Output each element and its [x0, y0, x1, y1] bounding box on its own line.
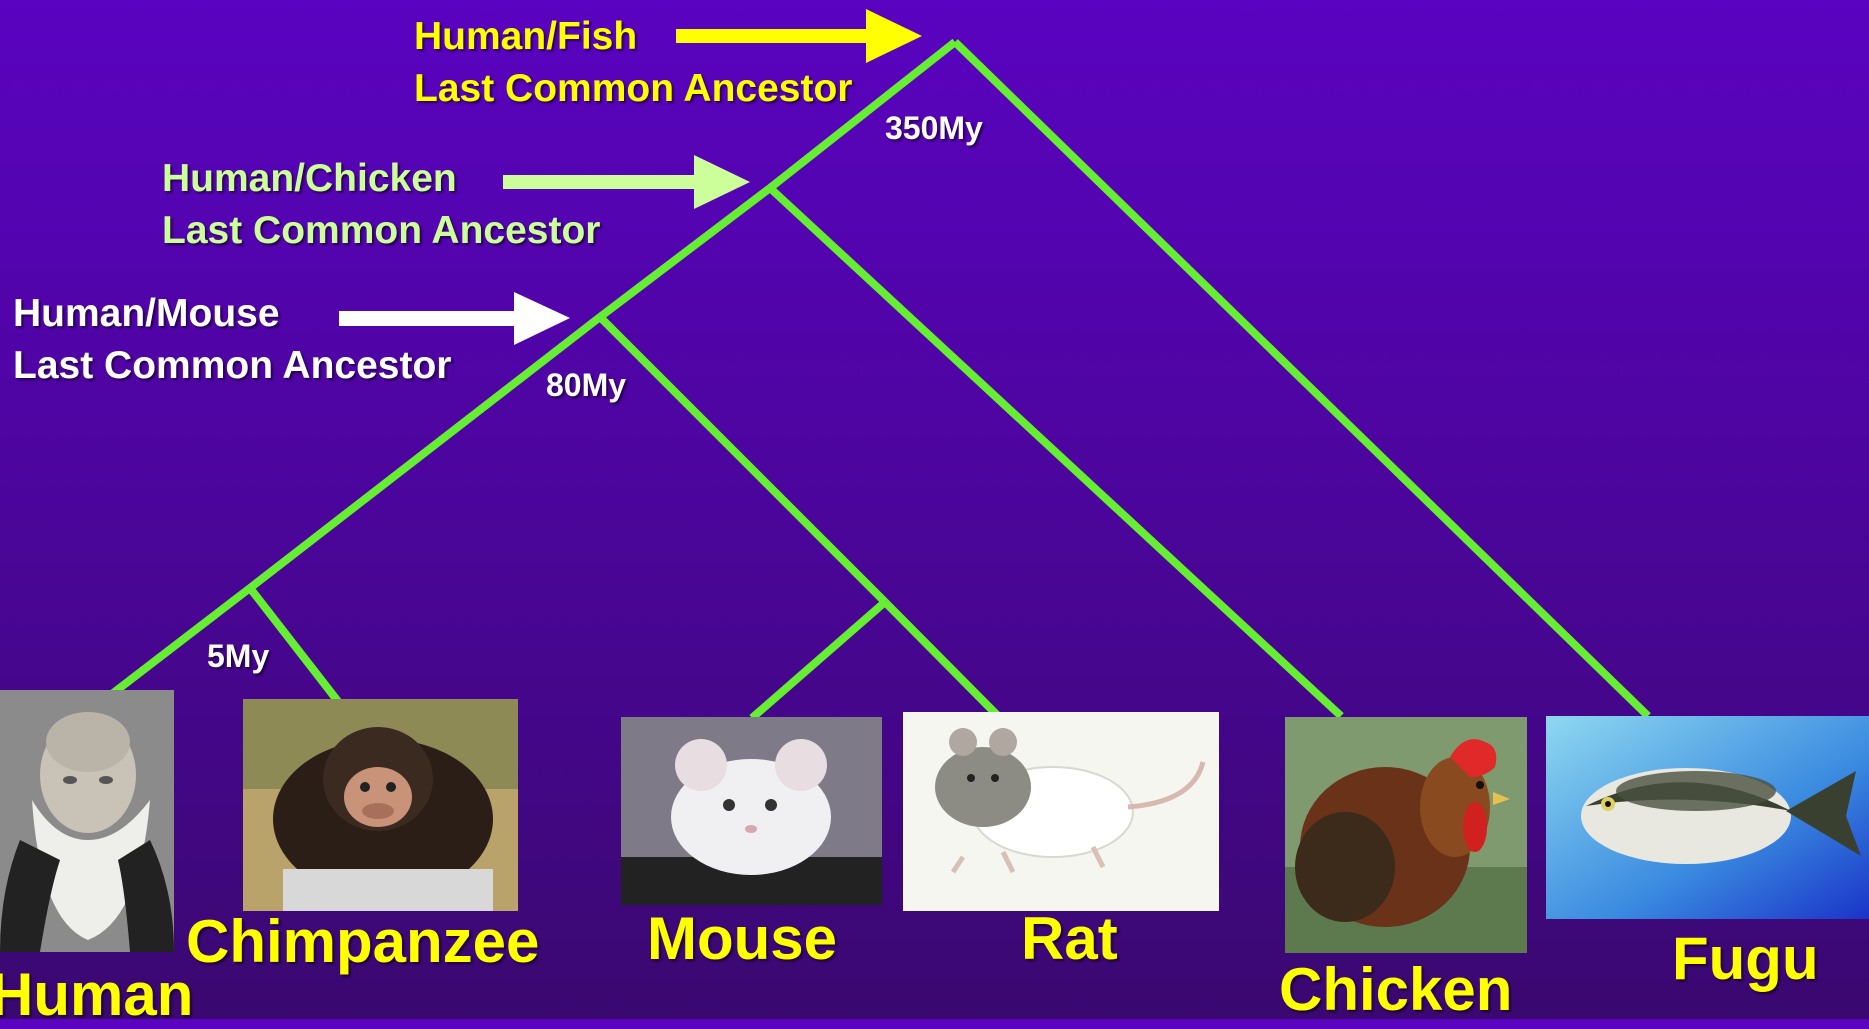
- mouse-ancestor-line1: Human/Mouse: [13, 288, 451, 340]
- chicken-ancestor-label: Human/Chicken Last Common Ancestor: [162, 153, 600, 257]
- mouse-ancestor-label: Human/Mouse Last Common Ancestor: [13, 288, 451, 392]
- rat-photo: [903, 712, 1219, 911]
- species-label-chicken: Chicken: [1279, 955, 1512, 1024]
- fish-ancestor-line2: Last Common Ancestor: [414, 63, 852, 115]
- branch-mouse-node-to-rodent-node: [600, 317, 885, 602]
- chicken-photo: [1285, 717, 1527, 953]
- chicken-ancestor-line1: Human/Chicken: [162, 153, 600, 205]
- mouse-ancestor-line2: Last Common Ancestor: [13, 340, 451, 392]
- human-photo: [0, 690, 174, 952]
- fish-ancestor-label: Human/Fish Last Common Ancestor: [414, 11, 852, 115]
- branch-rodent-node-to-rat: [885, 602, 1000, 718]
- branch-root-to-fugu: [955, 42, 1648, 716]
- time-label-350my: 350My: [885, 110, 983, 147]
- fish-ancestor-line1: Human/Fish: [414, 11, 852, 63]
- fugu-photo: [1546, 716, 1869, 919]
- time-label-80my: 80My: [546, 367, 626, 404]
- mouse-photo: [621, 717, 882, 905]
- branch-chicken-node-to-chicken: [770, 188, 1341, 716]
- species-label-chimpanzee: Chimpanzee: [186, 907, 539, 976]
- species-label-fugu: Fugu: [1672, 924, 1819, 993]
- chicken-ancestor-line2: Last Common Ancestor: [162, 205, 600, 257]
- species-label-rat: Rat: [1021, 904, 1118, 973]
- branch-chicken-node-to-mouse-node: [600, 188, 770, 317]
- chimpanzee-photo: [243, 699, 518, 911]
- species-label-mouse: Mouse: [647, 904, 837, 973]
- time-label-5my: 5My: [207, 638, 269, 675]
- branch-rodent-node-to-mouse: [752, 602, 885, 718]
